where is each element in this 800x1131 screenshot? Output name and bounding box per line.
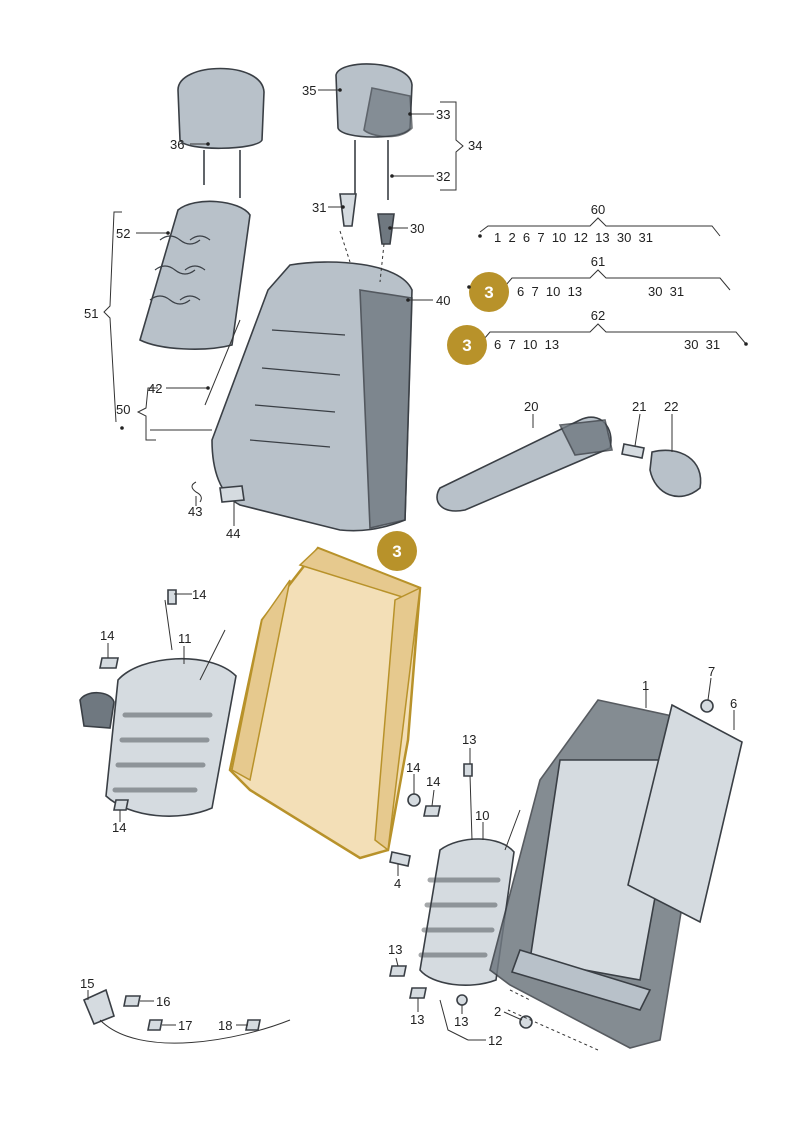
screw-13-b[interactable] — [409, 987, 427, 999]
screw-13-a[interactable] — [389, 965, 407, 977]
group-60-title: 60 — [591, 202, 605, 217]
backrest-frame-highlight-3[interactable] — [228, 546, 422, 860]
label-16: 16 — [156, 994, 170, 1009]
label-31: 31 — [312, 200, 326, 215]
label-33: 33 — [436, 107, 450, 122]
cable-12[interactable] — [439, 999, 469, 1041]
clip-43[interactable] — [191, 481, 202, 503]
screw-4[interactable] — [389, 851, 411, 867]
label-51: 51 — [84, 306, 98, 321]
clip-14-top[interactable] — [167, 589, 177, 605]
clip-17[interactable] — [147, 1019, 163, 1031]
armrest-20[interactable] — [436, 416, 613, 512]
label-52: 52 — [116, 226, 130, 241]
label-22: 22 — [664, 399, 678, 414]
group-62-title: 62 — [591, 308, 605, 323]
group-62-items: 6 7 10 13 — [494, 337, 559, 352]
label-35: 35 — [302, 83, 316, 98]
washer-14[interactable] — [407, 793, 421, 807]
bracket-51 — [103, 211, 122, 423]
lumbar-support-10[interactable] — [418, 774, 521, 986]
label-21: 21 — [632, 399, 646, 414]
bracket-50 — [136, 387, 158, 441]
bracket-60 — [479, 217, 721, 237]
label-32: 32 — [436, 169, 450, 184]
badge-3-top-text: 3 — [484, 283, 493, 302]
guide-sleeve-31[interactable] — [339, 193, 357, 227]
label-13-top: 13 — [462, 732, 476, 747]
cover-cap-22[interactable] — [649, 449, 702, 498]
label-13-a: 13 — [388, 942, 402, 957]
headrest-36[interactable] — [177, 67, 265, 199]
label-36: 36 — [170, 137, 184, 152]
label-14-left: 14 — [100, 628, 114, 643]
label-14-washer: 14 — [406, 760, 420, 775]
wire-42[interactable] — [204, 319, 241, 406]
label-15: 15 — [80, 976, 94, 991]
label-18: 18 — [218, 1018, 232, 1033]
label-2: 2 — [494, 1004, 501, 1019]
leader-dots — [120, 88, 748, 430]
leader-lines — [87, 89, 735, 1051]
label-12: 12 — [488, 1033, 502, 1048]
backrest-frame-1[interactable] — [489, 699, 701, 1049]
badge-3-middle-text: 3 — [462, 336, 471, 355]
backrest-pad-52[interactable] — [139, 200, 251, 350]
label-40: 40 — [436, 293, 450, 308]
group-60-items: 1 2 6 7 10 12 13 30 31 — [494, 230, 653, 245]
clip-44[interactable] — [219, 485, 245, 503]
group-61-tail: 30 31 — [648, 284, 684, 299]
badge-3-frame-text: 3 — [392, 542, 401, 561]
group-62-tail: 30 31 — [684, 337, 720, 352]
backrest-cover-40[interactable] — [211, 261, 413, 532]
screw-14-left-top[interactable] — [99, 657, 119, 669]
label-13-b: 13 — [410, 1012, 424, 1027]
label-42: 42 — [148, 381, 162, 396]
bracket-34 — [440, 101, 464, 191]
cover-panel-6[interactable] — [627, 703, 743, 924]
badge-3-middle[interactable]: 3 — [447, 325, 487, 365]
screw-16[interactable] — [123, 995, 141, 1007]
label-34: 34 — [468, 138, 482, 153]
label-6: 6 — [730, 696, 737, 711]
badge-3-top[interactable]: 3 — [469, 272, 509, 312]
label-10: 10 — [475, 808, 489, 823]
label-14-bottom: 14 — [112, 820, 126, 835]
nut-13[interactable] — [456, 994, 468, 1006]
screw-14-middle[interactable] — [423, 805, 441, 817]
clip-13-top[interactable] — [463, 763, 473, 777]
label-50: 50 — [116, 402, 130, 417]
bracket-62 — [483, 323, 747, 345]
label-13-c: 13 — [454, 1014, 468, 1029]
headrest-35[interactable] — [335, 63, 413, 200]
label-14-top: 14 — [192, 587, 206, 602]
label-43: 43 — [188, 504, 202, 519]
screw-7[interactable] — [700, 699, 714, 713]
group-61-title: 61 — [591, 254, 605, 269]
clip-18[interactable] — [245, 1019, 261, 1031]
label-17: 17 — [178, 1018, 192, 1033]
label-7: 7 — [708, 664, 715, 679]
group-61-items: 6 7 10 13 — [517, 284, 582, 299]
badge-3-frame[interactable]: 3 — [377, 531, 417, 571]
bracket-61 — [505, 269, 731, 291]
screw-14-left-bottom[interactable] — [113, 799, 129, 811]
screw-21[interactable] — [621, 443, 645, 459]
guide-sleeve-30[interactable] — [377, 213, 395, 245]
label-30: 30 — [410, 221, 424, 236]
nut-2[interactable] — [519, 1015, 533, 1029]
label-44: 44 — [226, 526, 240, 541]
label-1: 1 — [642, 678, 649, 693]
lumbar-support-11[interactable] — [79, 599, 237, 817]
label-20: 20 — [524, 399, 538, 414]
label-4: 4 — [394, 876, 401, 891]
label-14-screw: 14 — [426, 774, 440, 789]
bowden-cable-15[interactable] — [82, 988, 291, 1044]
label-11: 11 — [178, 631, 192, 646]
